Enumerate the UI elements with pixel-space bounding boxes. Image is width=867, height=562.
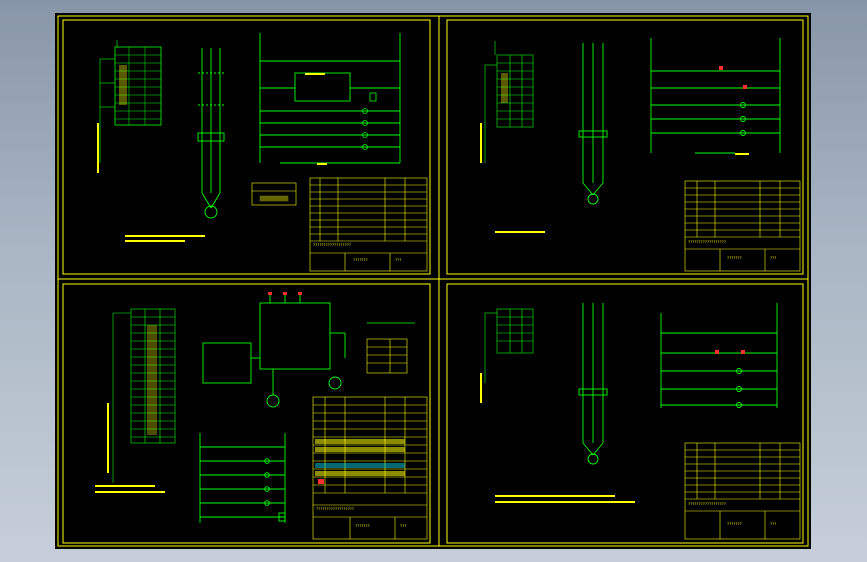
sheet-4-drawing	[480, 303, 801, 540]
sheet-2-main-circuit	[578, 43, 608, 205]
sheet-1-io-table	[99, 40, 162, 163]
sheet-4-title-block-name: ???????	[727, 522, 742, 526]
sheet-4-main-circuit	[578, 303, 608, 465]
sheet-3-highlighted-rows	[315, 439, 405, 484]
sheet-2-title-block-number: ???	[770, 256, 777, 260]
sheet-2-title-block-caption: ??????????????????	[688, 240, 726, 244]
sheet-3-title-block-number: ???	[400, 524, 407, 528]
sheet-1-legend-box	[251, 182, 297, 206]
sheet-1-border[interactable]	[62, 19, 431, 275]
sheet-4-title-block	[684, 442, 801, 540]
sheet-4-control-circuit	[660, 303, 778, 408]
sheet-1-title-block	[309, 177, 428, 272]
sheet-3-title-block-name: ???????	[355, 524, 370, 528]
sheet-3-title-block-caption: ??????????????????	[316, 507, 354, 511]
sheet-2-border[interactable]	[446, 19, 804, 275]
drawing-canvas[interactable]	[55, 13, 811, 549]
sheet-1-drawing	[97, 33, 428, 272]
sheet-2-drawing	[480, 38, 801, 272]
sheet-3-control-circuit	[199, 433, 286, 523]
sheet-1-labels	[97, 73, 327, 242]
sheet-2-title-block	[684, 180, 801, 272]
sheet-1-coils	[362, 92, 377, 150]
sheet-3-terminals	[268, 292, 302, 295]
sheet-2-io-table	[484, 41, 534, 163]
sheet-1-main-circuit	[197, 48, 225, 219]
cad-model-space-viewport[interactable]: ?????????????????? ??????? ??? ?????????…	[55, 13, 811, 549]
sheet-4-io-table	[484, 308, 534, 383]
sheet-1-title-block-number: ???	[395, 258, 402, 262]
sheet-2-control-circuit	[650, 38, 781, 154]
sheet-2-title-block-name: ???????	[727, 256, 742, 260]
sheet-1-title-block-caption: ??????????????????	[313, 243, 351, 247]
sheet-4-title-block-caption: ??????????????????	[688, 502, 726, 506]
sheet-3-io-table	[112, 308, 176, 483]
sheet-3-legend-box	[366, 338, 408, 374]
sheet-4-labels	[480, 373, 635, 503]
sheet-1-control-circuit	[259, 33, 401, 164]
outer-drawing-frame	[57, 15, 809, 547]
sheet-4-border[interactable]	[446, 283, 804, 544]
sheet-3-border[interactable]	[62, 283, 431, 544]
sheet-3-labels	[95, 403, 165, 493]
sheet-1-title-block-name: ???????	[353, 258, 368, 262]
sheet-3-drawing	[95, 292, 428, 540]
sheet-3-vfd-block	[202, 293, 346, 408]
sheet-3-title-block	[312, 396, 428, 540]
sheet-2-labels	[480, 123, 749, 233]
sheet-4-title-block-number: ???	[770, 522, 777, 526]
